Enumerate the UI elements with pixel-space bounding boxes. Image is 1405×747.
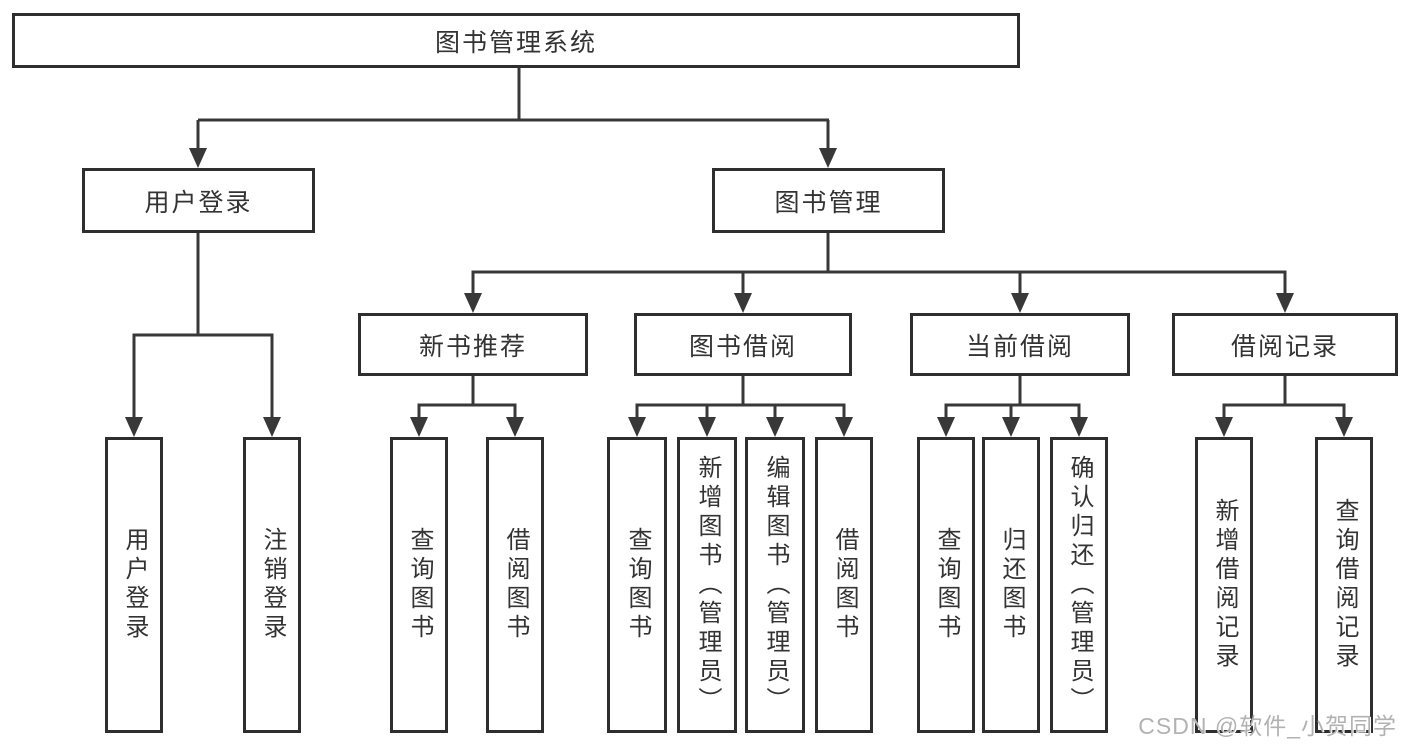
node-borrowing-records: 借阅记录 <box>1172 313 1398 376</box>
leaf-query-books-recommend: 查询图书 <box>390 437 448 733</box>
leaf-query-books-recommend-label: 查询图书 <box>406 527 433 643</box>
leaf-return-books: 归还图书 <box>982 437 1040 733</box>
node-user-login: 用户登录 <box>82 168 315 233</box>
node-book-management-label: 图书管理 <box>774 188 883 217</box>
leaf-add-book-admin: 新增图书（管理员） <box>677 437 737 733</box>
watermark-text: CSDN @软件_小贺同学 <box>1138 713 1397 739</box>
node-new-book-recommend: 新书推荐 <box>358 313 588 376</box>
leaf-query-books-current-label: 查询图书 <box>933 527 960 643</box>
leaf-return-books-label: 归还图书 <box>998 527 1025 643</box>
leaf-query-borrow-record-label: 查询借阅记录 <box>1331 498 1358 672</box>
leaf-confirm-return-admin-label: 确认归还（管理员） <box>1066 454 1093 716</box>
leaf-user-login: 用户登录 <box>105 437 163 733</box>
leaf-query-books-borrowing-label: 查询图书 <box>624 527 651 643</box>
node-root-label: 图书管理系统 <box>434 28 597 57</box>
leaf-borrow-books-borrowing-label: 借阅图书 <box>831 527 858 643</box>
leaf-query-borrow-record: 查询借阅记录 <box>1315 437 1373 733</box>
node-book-management: 图书管理 <box>712 168 945 233</box>
node-user-login-label: 用户登录 <box>144 188 253 217</box>
leaf-add-borrow-record-label: 新增借阅记录 <box>1211 498 1238 672</box>
leaf-add-book-admin-label: 新增图书（管理员） <box>694 454 721 716</box>
leaf-borrow-books-recommend: 借阅图书 <box>486 437 544 733</box>
leaf-borrow-books-borrowing: 借阅图书 <box>815 437 873 733</box>
node-book-borrowing: 图书借阅 <box>634 313 852 376</box>
node-current-borrowing: 当前借阅 <box>910 313 1130 376</box>
leaf-edit-book-admin-label: 编辑图书（管理员） <box>762 454 789 716</box>
node-new-book-recommend-label: 新书推荐 <box>418 332 527 361</box>
node-book-borrowing-label: 图书借阅 <box>688 332 797 361</box>
leaf-query-books-borrowing: 查询图书 <box>607 437 667 733</box>
node-current-borrowing-label: 当前借阅 <box>965 332 1074 361</box>
leaf-user-login-label: 用户登录 <box>121 527 148 643</box>
leaf-confirm-return-admin: 确认归还（管理员） <box>1050 437 1108 733</box>
node-root: 图书管理系统 <box>12 13 1020 68</box>
leaf-query-books-current: 查询图书 <box>917 437 975 733</box>
leaf-edit-book-admin: 编辑图书（管理员） <box>745 437 805 733</box>
leaf-add-borrow-record: 新增借阅记录 <box>1195 437 1253 733</box>
leaf-logout-label: 注销登录 <box>259 527 286 643</box>
leaf-logout: 注销登录 <box>243 437 301 733</box>
node-borrowing-records-label: 借阅记录 <box>1230 332 1339 361</box>
leaf-borrow-books-recommend-label: 借阅图书 <box>502 527 529 643</box>
